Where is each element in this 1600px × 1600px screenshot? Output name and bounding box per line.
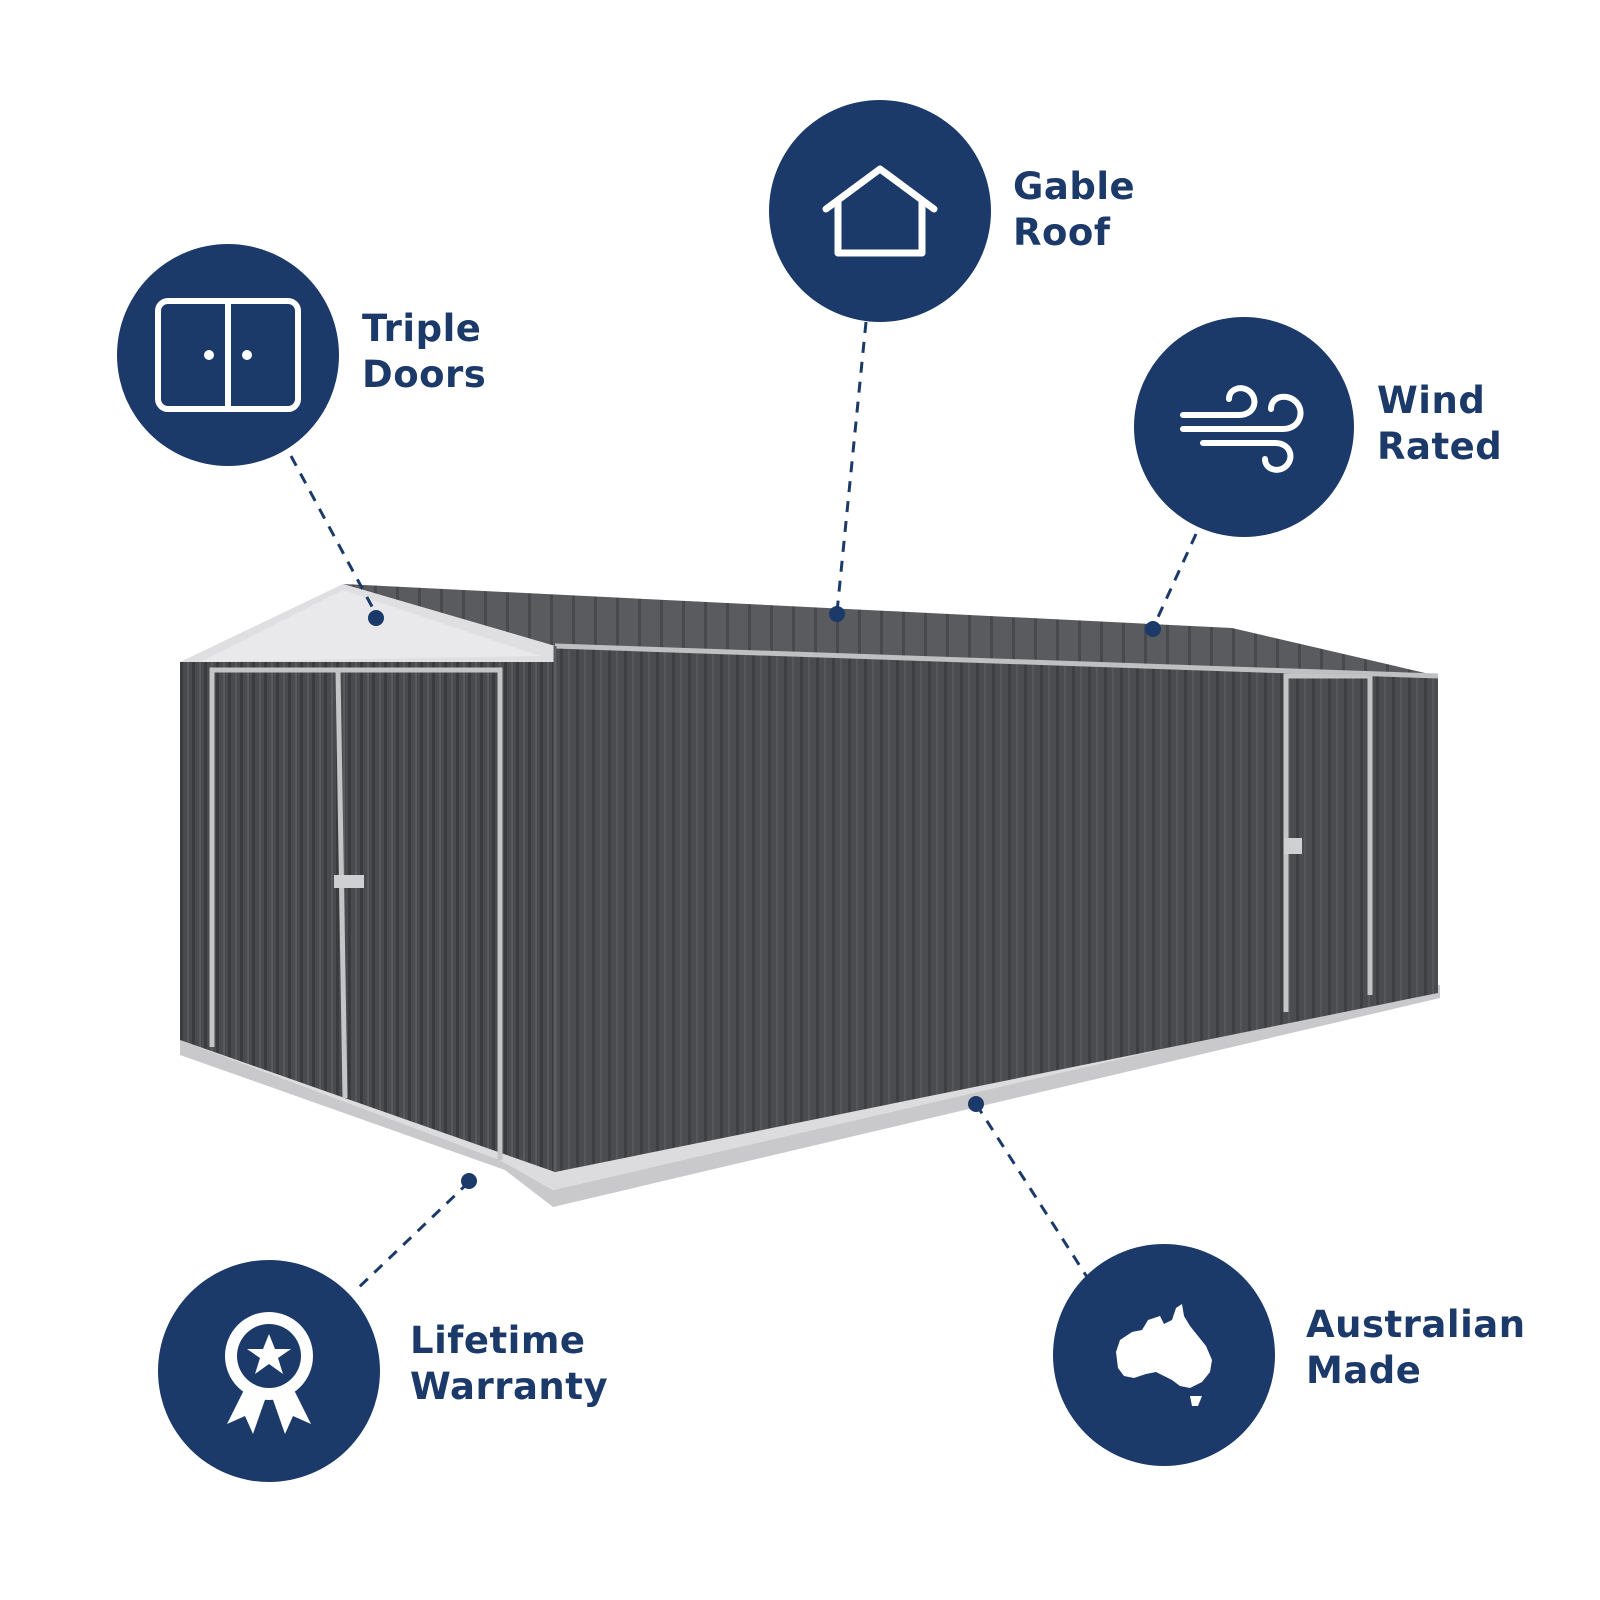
- gable-roof-line1: Gable: [1013, 165, 1136, 208]
- award-ribbon-icon: [225, 1312, 313, 1434]
- lifetime-warranty-line1: Lifetime: [410, 1319, 586, 1362]
- front-door-handle: [334, 875, 364, 888]
- australian-made-line1: Australian: [1306, 1303, 1526, 1346]
- wind-rated-label: Wind Rated: [1377, 378, 1502, 470]
- leader-lines: [289, 321, 1198, 1293]
- gable-roof-line2: Roof: [1013, 211, 1111, 254]
- gable-roof-badge: [769, 100, 991, 322]
- australian-made-line2: Made: [1306, 1349, 1422, 1392]
- gable-triangle: [200, 590, 540, 662]
- double-door-icon: [155, 298, 301, 412]
- wind-icon: [1180, 385, 1304, 473]
- eave-trim: [554, 643, 1439, 679]
- australian-made-badge: [1053, 1244, 1275, 1466]
- gable-roof-label: Gable Roof: [1013, 164, 1135, 256]
- lifetime-warranty-badge: [158, 1260, 380, 1482]
- australia-map-icon: [1116, 1304, 1212, 1406]
- leader-dots: [368, 606, 1161, 1189]
- australian-made-label: Australian Made: [1306, 1302, 1526, 1394]
- side-wall: [555, 646, 1438, 1172]
- house-icon: [822, 165, 938, 257]
- front-door-frame: [209, 667, 503, 1160]
- lifetime-warranty-line2: Warranty: [410, 1365, 609, 1408]
- front-wall: [180, 662, 555, 1172]
- side-door-handle: [1284, 838, 1302, 854]
- wind-rated-line1: Wind: [1377, 379, 1486, 422]
- triple-doors-line1: Triple: [362, 307, 482, 350]
- roof-slope: [343, 584, 1438, 676]
- triple-doors-line2: Doors: [362, 353, 487, 396]
- triple-doors-label: Triple Doors: [362, 306, 486, 398]
- triple-doors-badge: [117, 244, 339, 466]
- lifetime-warranty-label: Lifetime Warranty: [410, 1318, 608, 1410]
- wind-rated-line2: Rated: [1377, 425, 1503, 468]
- wind-rated-badge: [1134, 317, 1354, 537]
